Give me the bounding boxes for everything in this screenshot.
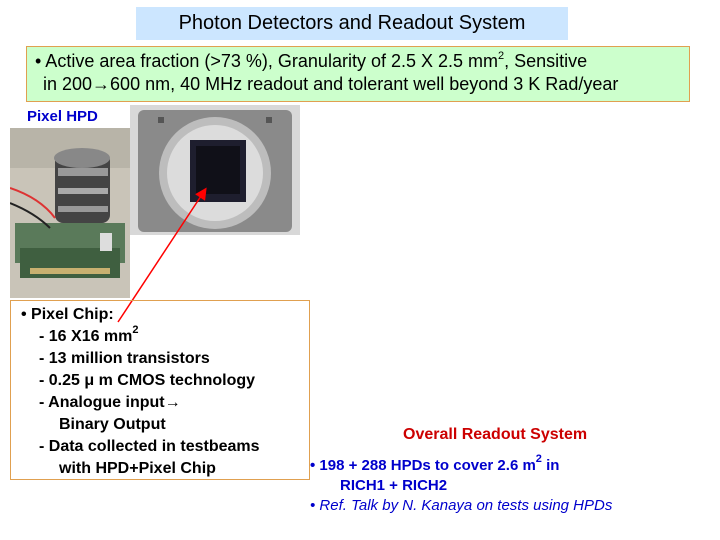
chip-item-binary: Binary Output [59, 416, 166, 433]
overall-item-hpds-text: • 198 + 288 HPDs to cover 2.6 m [310, 457, 536, 474]
overall-item-ref: • Ref. Talk by N. Kanaya on tests using … [310, 497, 613, 514]
intro-sup: 2 [498, 50, 505, 62]
overall-readout-title: Overall Readout System [403, 426, 588, 443]
hpd-board-photo [10, 128, 130, 298]
intro-line-1-text: • Active area fraction (>73 %), Granular… [35, 51, 498, 71]
intro-line-1-end: , Sensitive [504, 51, 588, 71]
chip-item-hpd: with HPD+Pixel Chip [59, 460, 216, 477]
pixel-chip-photo [130, 105, 300, 235]
chip-item-area-sup: 2 [132, 324, 139, 336]
overall-item-hpds: • 198 + 288 HPDs to cover 2.6 m2 in [310, 453, 612, 476]
arrow-icon: → [92, 74, 111, 94]
intro-text-box: • Active area fraction (>73 %), Granular… [26, 46, 690, 102]
intro-line-2-b: 600 nm, 40 MHz readout and tolerant well… [110, 74, 619, 94]
chip-item-analogue: - Analogue input→ [39, 394, 181, 411]
slide-title: Photon Detectors and Readout System [136, 7, 568, 40]
chip-item-area: - 16 X16 mm2 [21, 324, 309, 348]
chip-heading: • Pixel Chip: [21, 306, 114, 323]
chip-item-transistors: - 13 million transistors [39, 350, 210, 367]
intro-line-2-a: in 200 [43, 74, 93, 94]
overall-readout-list: • 198 + 288 HPDs to cover 2.6 m2 in RICH… [310, 453, 613, 516]
chip-item-testbeams: - Data collected in testbeams [39, 438, 260, 455]
chip-item-cmos: - 0.25 μ m CMOS technology [39, 372, 256, 389]
intro-line-1: • Active area fraction (>73 %), Granular… [35, 50, 689, 73]
overall-item-rich: RICH1 + RICH2 [340, 477, 448, 494]
pixel-hpd-label: Pixel HPD [27, 108, 98, 125]
overall-item-hpds-end: in [541, 457, 560, 474]
intro-line-2: in 200→600 nm, 40 MHz readout and tolera… [35, 73, 689, 96]
pixel-chip-box: • Pixel Chip: - 16 X16 mm2 - 13 million … [10, 300, 310, 480]
chip-item-area-text: - 16 X16 mm [39, 328, 133, 345]
overall-item-hpds-sup: 2 [535, 453, 542, 465]
